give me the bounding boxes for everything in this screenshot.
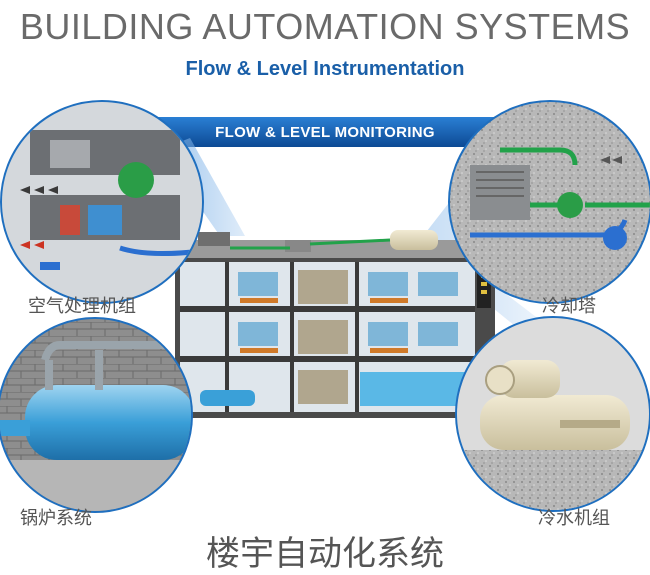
page-title: BUILDING AUTOMATION SYSTEMS [19, 6, 631, 47]
building [175, 230, 495, 418]
cooling-tower-label: 冷却塔 [542, 296, 596, 317]
chiller-label: 冷水机组 [538, 508, 610, 529]
banner-label: FLOW & LEVEL MONITORING [215, 124, 435, 141]
boiler-label: 锅炉系统 [20, 508, 92, 529]
chiller-callout[interactable] [455, 316, 650, 513]
boiler-callout[interactable] [0, 317, 200, 515]
cooling-tower-callout[interactable] [445, 100, 650, 310]
footer-caption: 楼宇自动化系统 [206, 534, 444, 574]
ahu-label: 空气处理机组 [28, 296, 136, 317]
ahu-callout[interactable] [0, 100, 210, 310]
page-subtitle: Flow & Level Instrumentation [185, 58, 465, 80]
